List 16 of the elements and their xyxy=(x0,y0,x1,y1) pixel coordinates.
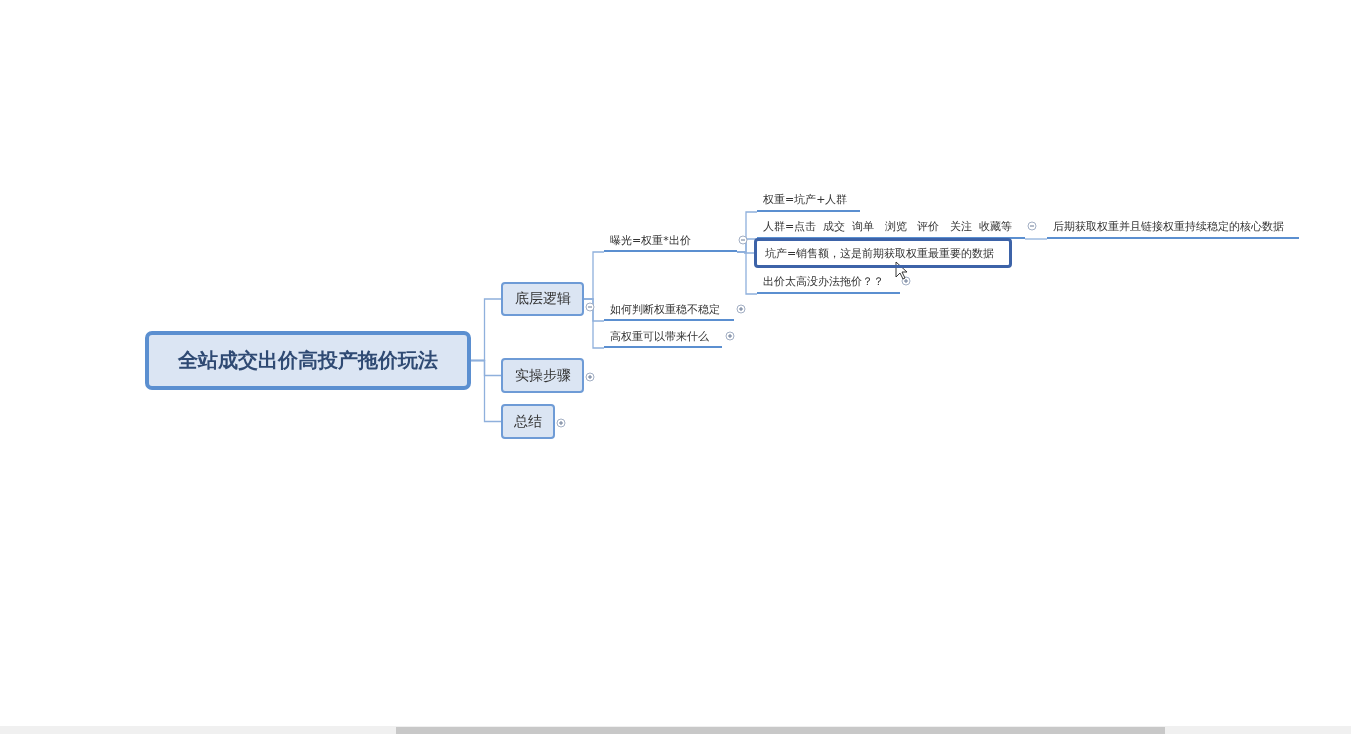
connector-line xyxy=(1024,238,1048,240)
subtopic-text: 人群=点击 成交 询单 浏览 评价 关注 收藏等 xyxy=(757,216,1025,239)
subtopic-text: 后期获取权重并且链接权重持续稳定的核心数据 xyxy=(1047,216,1299,239)
subtopic-text: 如何判断权重稳不稳定 xyxy=(604,299,734,321)
connector-line xyxy=(736,251,758,295)
subtopic-text: 出价太高没办法拖价？？ xyxy=(757,271,900,294)
connector-line xyxy=(583,298,605,349)
topic-box: 实操步骤 xyxy=(501,358,584,393)
connector-line xyxy=(470,359,502,423)
topic-box: 总结 xyxy=(501,404,555,439)
subtopic-text: 高权重可以带来什么 xyxy=(604,326,722,348)
subtopic-text: 权重=坑产+人群 xyxy=(757,189,860,212)
central-topic: 全站成交出价高投产拖价玩法 xyxy=(145,331,471,390)
subtopic-text: 曝光=权重*出价 xyxy=(604,230,737,252)
selected-topic-box: 坑产=销售额，这是前期获取权重最重要的数据 xyxy=(754,238,1012,268)
topic-box: 底层逻辑 xyxy=(501,282,584,316)
